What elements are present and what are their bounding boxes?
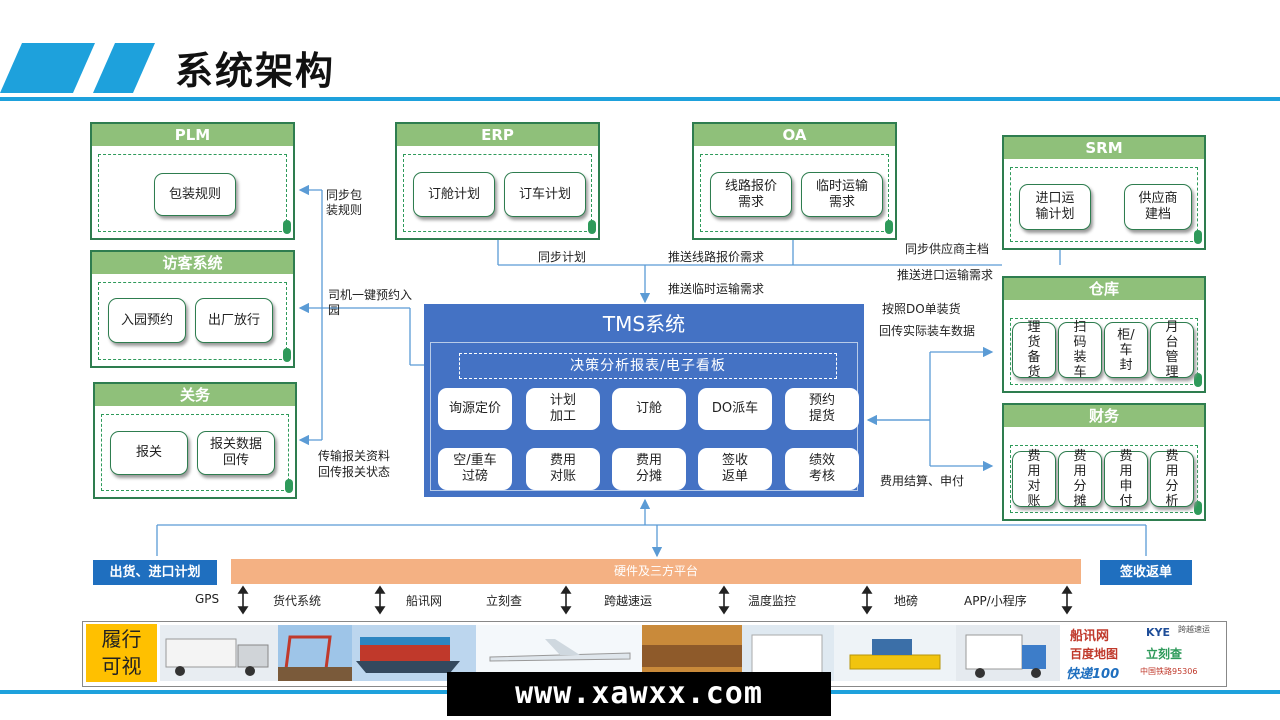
flow-label-push-route-quote: 推送线路报价需求 bbox=[668, 250, 765, 264]
status-dot bbox=[1194, 230, 1202, 244]
page-title: 系统架构 bbox=[175, 49, 336, 93]
logo-shipxy: 船讯网 bbox=[1070, 629, 1110, 644]
module-truck-plan[interactable]: 订车计划 bbox=[504, 172, 586, 217]
flow-label-fee-settlement: 费用结算、申付 bbox=[880, 474, 965, 488]
visibility-label: 履行 可视 bbox=[86, 624, 157, 682]
flow-label-loading-feedback: 回传实际装车数据 bbox=[879, 324, 976, 338]
status-dot bbox=[285, 479, 293, 493]
flow-label-driver-reserve: 司机一键预约入 园 bbox=[328, 288, 413, 317]
module-scan-loading[interactable]: 扫 码 装 车 bbox=[1058, 320, 1102, 380]
shipment-import-plan-button[interactable]: 出货、进口计划 bbox=[93, 560, 217, 585]
system-srm-area bbox=[1010, 167, 1198, 242]
platform-item-app: APP/小程序 bbox=[964, 594, 1027, 608]
system-oa-area bbox=[700, 154, 889, 232]
module-route-quote-demand[interactable]: 线路报价 需求 bbox=[710, 172, 792, 217]
tms-dashboard-banner[interactable]: 决策分析报表/电子看板 bbox=[459, 353, 837, 379]
system-plm-title: PLM bbox=[92, 124, 293, 146]
module-fee-allocation[interactable]: 费 用 分 摊 bbox=[1058, 449, 1102, 509]
logo-kye-express: 跨越速运 bbox=[1178, 625, 1210, 634]
tms-module-weighbridge[interactable]: 空/重车 过磅 bbox=[438, 448, 512, 490]
platform-item-gps: GPS bbox=[195, 592, 220, 606]
tms-module-plan-processing[interactable]: 计划 加工 bbox=[526, 388, 600, 430]
status-dot bbox=[588, 220, 596, 234]
platform-item-likecha: 立刻查 bbox=[486, 594, 523, 608]
platform-item-temperature: 温度监控 bbox=[748, 594, 797, 608]
flow-label-customs-feedback: 传输报关资料 回传报关状态 bbox=[318, 449, 391, 479]
system-oa-title: OA bbox=[694, 124, 895, 146]
tms-module-fee-reconciliation[interactable]: 费用 对账 bbox=[526, 448, 600, 490]
tms-module-receipt-return[interactable]: 签收 返单 bbox=[698, 448, 772, 490]
tms-module-area: 决策分析报表/电子看板 bbox=[430, 342, 858, 491]
status-dot bbox=[1194, 373, 1202, 387]
module-fee-payment[interactable]: 费 用 申 付 bbox=[1104, 449, 1148, 509]
module-goods-preparation[interactable]: 理 货 备 货 bbox=[1012, 320, 1056, 380]
logo-likecha: 立刻查 bbox=[1146, 647, 1183, 661]
flow-label-sync-supplier: 同步供应商主档 bbox=[905, 242, 990, 256]
system-erp-title: ERP bbox=[397, 124, 598, 146]
system-warehouse-area bbox=[1010, 318, 1198, 385]
system-erp-area bbox=[403, 154, 592, 232]
logo-baidu-map: 百度地图 bbox=[1070, 647, 1119, 661]
system-visitor-title: 访客系统 bbox=[92, 252, 293, 274]
system-finance-title: 财务 bbox=[1004, 405, 1204, 427]
flow-label-push-temp-transport: 推送临时运输需求 bbox=[668, 282, 765, 296]
flow-label-push-import: 推送进口运输需求 bbox=[897, 268, 994, 282]
flow-label-do-loading: 按照DO单装货 bbox=[882, 302, 961, 316]
module-container-seal[interactable]: 柜/ 车 封 bbox=[1104, 322, 1148, 378]
tms-module-do-dispatch[interactable]: DO派车 bbox=[698, 388, 772, 430]
module-temp-transport-demand[interactable]: 临时运输 需求 bbox=[801, 172, 883, 217]
module-supplier-profile[interactable]: 供应商 建档 bbox=[1124, 184, 1192, 230]
system-srm-title: SRM bbox=[1004, 137, 1204, 159]
system-warehouse-title: 仓库 bbox=[1004, 278, 1204, 300]
status-dot bbox=[1194, 501, 1202, 515]
system-finance-area bbox=[1010, 445, 1198, 513]
logo-kye: KYE bbox=[1146, 626, 1171, 639]
hardware-platform-bar: 硬件及三方平台 bbox=[231, 559, 1081, 584]
module-booking-plan[interactable]: 订舱计划 bbox=[413, 172, 495, 217]
system-customs-title: 关务 bbox=[95, 384, 295, 406]
logo-kuaidi100: 快递100 bbox=[1066, 667, 1120, 682]
status-dot bbox=[283, 220, 291, 234]
tms-module-performance[interactable]: 绩效 考核 bbox=[785, 448, 859, 490]
receipt-return-button[interactable]: 签收返单 bbox=[1100, 560, 1192, 585]
partner-logos: 船讯网 KYE 跨越速运 百度地图 立刻查 快递100 中国铁路95306 bbox=[1062, 625, 1222, 682]
watermark: www.xawxx.com bbox=[447, 672, 831, 716]
platform-item-forwarder: 货代系统 bbox=[273, 594, 322, 608]
system-plm-area bbox=[98, 154, 287, 232]
tms-module-fee-allocation[interactable]: 费用 分摊 bbox=[612, 448, 686, 490]
system-visitor-area bbox=[98, 282, 287, 360]
status-dot bbox=[283, 348, 291, 362]
platform-item-shipxy: 船讯网 bbox=[406, 594, 443, 608]
tms-module-pickup-reservation[interactable]: 预约 提货 bbox=[785, 388, 859, 430]
tms-module-sourcing-pricing[interactable]: 询源定价 bbox=[438, 388, 512, 430]
header-divider bbox=[0, 97, 1280, 101]
module-entry-reservation[interactable]: 入园预约 bbox=[108, 298, 186, 343]
module-customs-data-return[interactable]: 报关数据 回传 bbox=[197, 431, 275, 475]
status-dot bbox=[885, 220, 893, 234]
flow-label-sync-plan: 同步计划 bbox=[538, 250, 587, 264]
platform-item-weighbridge: 地磅 bbox=[894, 594, 919, 608]
logo-china-railway: 中国铁路95306 bbox=[1140, 667, 1198, 676]
module-dock-management[interactable]: 月 台 管 理 bbox=[1150, 320, 1194, 380]
module-exit-release[interactable]: 出厂放行 bbox=[195, 298, 273, 343]
tms-module-booking[interactable]: 订舱 bbox=[612, 388, 686, 430]
logistics-photo-collage bbox=[160, 625, 1060, 681]
module-import-transport-plan[interactable]: 进口运 输计划 bbox=[1019, 184, 1091, 230]
flow-label-sync-packaging: 同步包 装规则 bbox=[326, 188, 363, 217]
module-packaging-rules[interactable]: 包装规则 bbox=[154, 173, 236, 216]
system-customs: 关务 bbox=[93, 382, 297, 499]
module-fee-reconciliation[interactable]: 费 用 对 账 bbox=[1012, 449, 1056, 509]
system-customs-area bbox=[101, 414, 289, 491]
module-fee-analysis[interactable]: 费 用 分 析 bbox=[1150, 449, 1194, 509]
module-customs-declaration[interactable]: 报关 bbox=[110, 431, 188, 475]
tms-title: TMS系统 bbox=[602, 312, 686, 336]
platform-item-kye: 跨越速运 bbox=[604, 594, 653, 608]
